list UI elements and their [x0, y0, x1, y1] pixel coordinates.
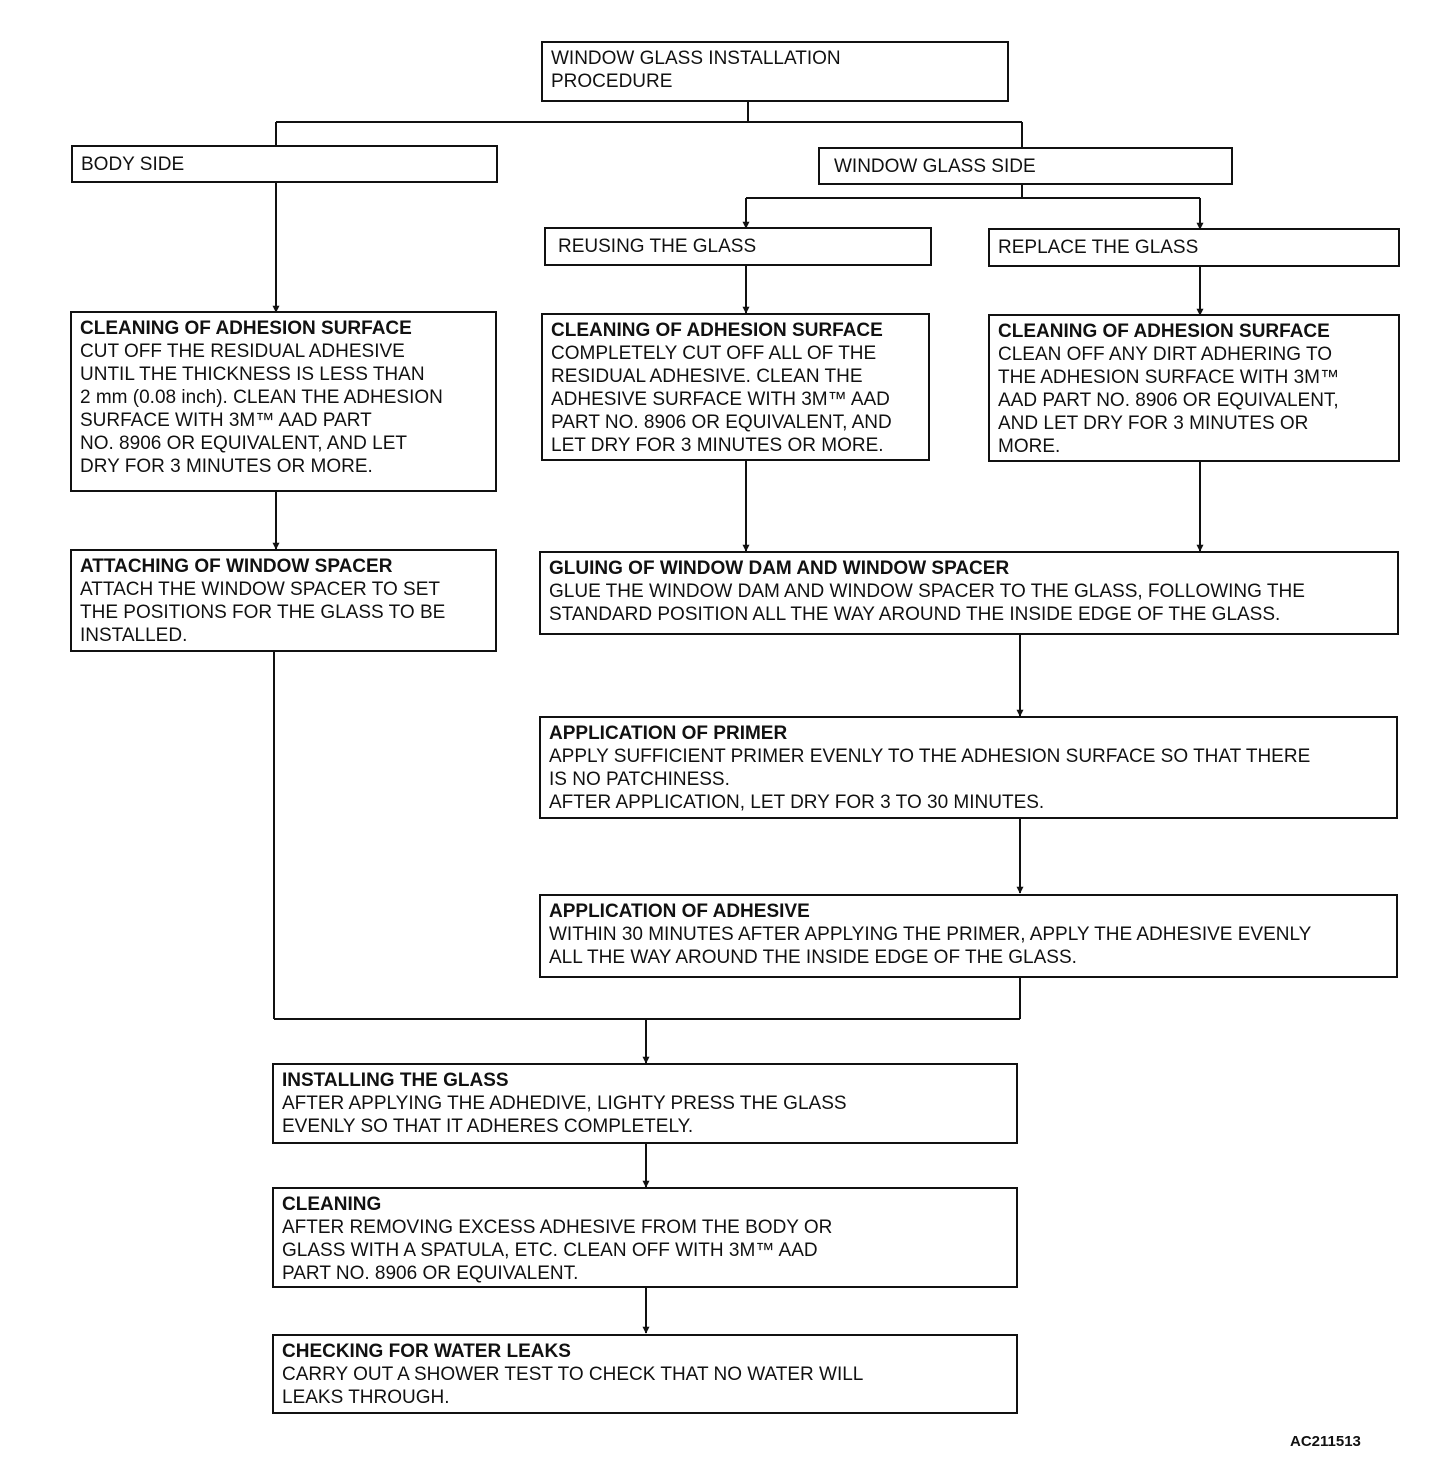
cleaning-text: AFTER REMOVING EXCESS ADHESIVE FROM THE … [282, 1217, 833, 1284]
replace-cleaning-heading: CLEANING OF ADHESION SURFACE [998, 321, 1330, 342]
reuse-cleaning-text: COMPLETELY CUT OFF ALL OF THE RESIDUAL A… [551, 343, 892, 456]
body-side-box: BODY SIDE [71, 145, 498, 183]
body-cleaning-heading: CLEANING OF ADHESION SURFACE [80, 318, 412, 339]
reference-code: AC211513 [1290, 1433, 1361, 1450]
replace-cleaning-box: CLEANING OF ADHESION SURFACE CLEAN OFF A… [988, 314, 1400, 462]
reusing-glass-box: REUSING THE GLASS [544, 227, 932, 266]
water-leaks-heading: CHECKING FOR WATER LEAKS [282, 1341, 571, 1362]
replace-glass-box: REPLACE THE GLASS [988, 228, 1400, 267]
window-spacer-box: ATTACHING OF WINDOW SPACER ATTACH THE WI… [70, 549, 497, 652]
primer-text: APPLY SUFFICIENT PRIMER EVENLY TO THE AD… [549, 746, 1311, 813]
installing-glass-heading: INSTALLING THE GLASS [282, 1070, 509, 1091]
body-cleaning-box: CLEANING OF ADHESION SURFACE CUT OFF THE… [70, 311, 497, 492]
reusing-glass-label: REUSING THE GLASS [558, 236, 757, 257]
gluing-heading: GLUING OF WINDOW DAM AND WINDOW SPACER [549, 558, 1010, 579]
primer-heading: APPLICATION OF PRIMER [549, 723, 788, 744]
primer-box: APPLICATION OF PRIMER APPLY SUFFICIENT P… [539, 716, 1398, 819]
installing-glass-box: INSTALLING THE GLASS AFTER APPLYING THE … [272, 1063, 1018, 1144]
body-side-label: BODY SIDE [81, 154, 185, 175]
installing-glass-text: AFTER APPLYING THE ADHEDIVE, LIGHTY PRES… [282, 1093, 847, 1137]
adhesive-heading: APPLICATION OF ADHESIVE [549, 901, 810, 922]
cleaning-box: CLEANING AFTER REMOVING EXCESS ADHESIVE … [272, 1187, 1018, 1288]
adhesive-box: APPLICATION OF ADHESIVE WITHIN 30 MINUTE… [539, 894, 1398, 978]
gluing-text: GLUE THE WINDOW DAM AND WINDOW SPACER TO… [549, 581, 1305, 625]
window-glass-side-label: WINDOW GLASS SIDE [834, 156, 1036, 177]
root-title: WINDOW GLASS INSTALLATION PROCEDURE [551, 48, 841, 92]
reuse-cleaning-heading: CLEANING OF ADHESION SURFACE [551, 320, 883, 341]
water-leaks-text: CARRY OUT A SHOWER TEST TO CHECK THAT NO… [282, 1364, 864, 1408]
window-spacer-heading: ATTACHING OF WINDOW SPACER [80, 556, 393, 577]
water-leaks-box: CHECKING FOR WATER LEAKS CARRY OUT A SHO… [272, 1334, 1018, 1414]
cleaning-heading: CLEANING [282, 1194, 382, 1215]
replace-cleaning-text: CLEAN OFF ANY DIRT ADHERING TO THE ADHES… [998, 344, 1339, 457]
gluing-box: GLUING OF WINDOW DAM AND WINDOW SPACER G… [539, 551, 1399, 635]
window-spacer-text: ATTACH THE WINDOW SPACER TO SET THE POSI… [80, 579, 446, 646]
root-box: WINDOW GLASS INSTALLATION PROCEDURE [541, 41, 1009, 102]
body-cleaning-text: CUT OFF THE RESIDUAL ADHESIVE UNTIL THE … [80, 341, 443, 477]
adhesive-text: WITHIN 30 MINUTES AFTER APPLYING THE PRI… [549, 924, 1312, 968]
window-glass-side-box: WINDOW GLASS SIDE [818, 147, 1233, 185]
replace-glass-label: REPLACE THE GLASS [998, 237, 1199, 258]
reuse-cleaning-box: CLEANING OF ADHESION SURFACE COMPLETELY … [541, 313, 930, 461]
